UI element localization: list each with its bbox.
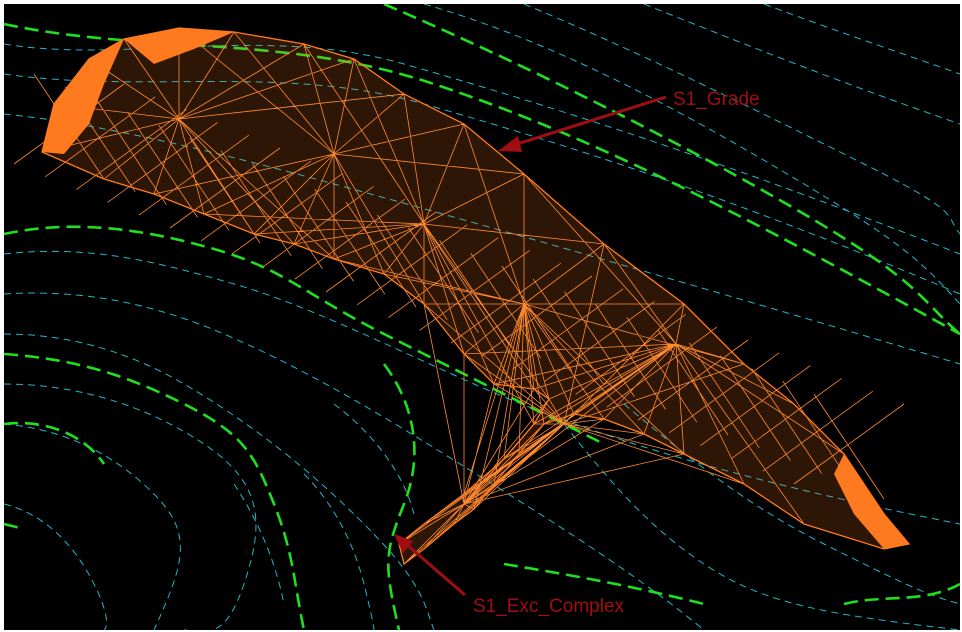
major-contour-line xyxy=(4,225,605,446)
minor-contour-line xyxy=(4,423,181,630)
minor-contour-line xyxy=(523,4,960,235)
major-contour-line xyxy=(4,522,25,531)
minor-contour-line xyxy=(4,73,960,295)
minor-contour-line xyxy=(4,503,107,630)
s1-grade-solid-wedge-north xyxy=(124,28,234,64)
minor-contour-line xyxy=(303,473,375,630)
major-contour-line xyxy=(382,363,416,630)
major-contour-line xyxy=(4,352,306,630)
minor-contour-line xyxy=(643,4,960,125)
major-contour-line xyxy=(383,4,960,335)
s1-grade-solid-wedge-southeast xyxy=(834,454,909,549)
minor-contour-line xyxy=(233,483,285,605)
callout-s1-grade[interactable]: S1_Grade xyxy=(498,89,760,152)
minor-contour-line xyxy=(563,423,960,630)
s1-grade-mesh-edges xyxy=(13,27,905,565)
callout-arrow-shaft xyxy=(513,95,667,147)
annotation-callouts: S1_Grade S1_Exc_Complex xyxy=(394,89,760,617)
callout-arrow-head xyxy=(498,136,522,152)
major-contour-line xyxy=(4,421,106,465)
major-contour-line xyxy=(4,22,960,336)
callout-s1-exc-complex[interactable]: S1_Exc_Complex xyxy=(394,534,625,617)
minor-contour-line xyxy=(4,383,257,630)
major-contour-line xyxy=(843,582,960,606)
minor-contour-line xyxy=(4,333,435,630)
cad-drawing-viewport[interactable]: S1_Grade S1_Exc_Complex xyxy=(4,4,960,630)
minor-contour-line xyxy=(4,292,705,630)
minor-contour-line xyxy=(333,403,415,515)
callout-arrow-shaft xyxy=(405,542,466,597)
s1-grade-tin-boundary xyxy=(41,27,911,566)
s1-grade-tin-mesh xyxy=(13,27,905,565)
callout-label-s1-grade: S1_Grade xyxy=(673,89,760,110)
minor-contour-line xyxy=(4,113,960,365)
minor-contour-line xyxy=(423,4,960,305)
minor-contour-line xyxy=(763,4,960,75)
callout-label-s1-exc-complex: S1_Exc_Complex xyxy=(473,596,625,617)
s1-grade-solid-wedge-west xyxy=(42,39,124,154)
drawing-canvas[interactable]: S1_Grade S1_Exc_Complex xyxy=(4,4,960,630)
s1-grade-surface[interactable] xyxy=(13,27,911,566)
existing-ground-contours xyxy=(4,4,960,630)
major-contour-line xyxy=(503,562,705,606)
callout-arrow-head xyxy=(394,534,413,553)
minor-contour-line xyxy=(4,250,960,525)
